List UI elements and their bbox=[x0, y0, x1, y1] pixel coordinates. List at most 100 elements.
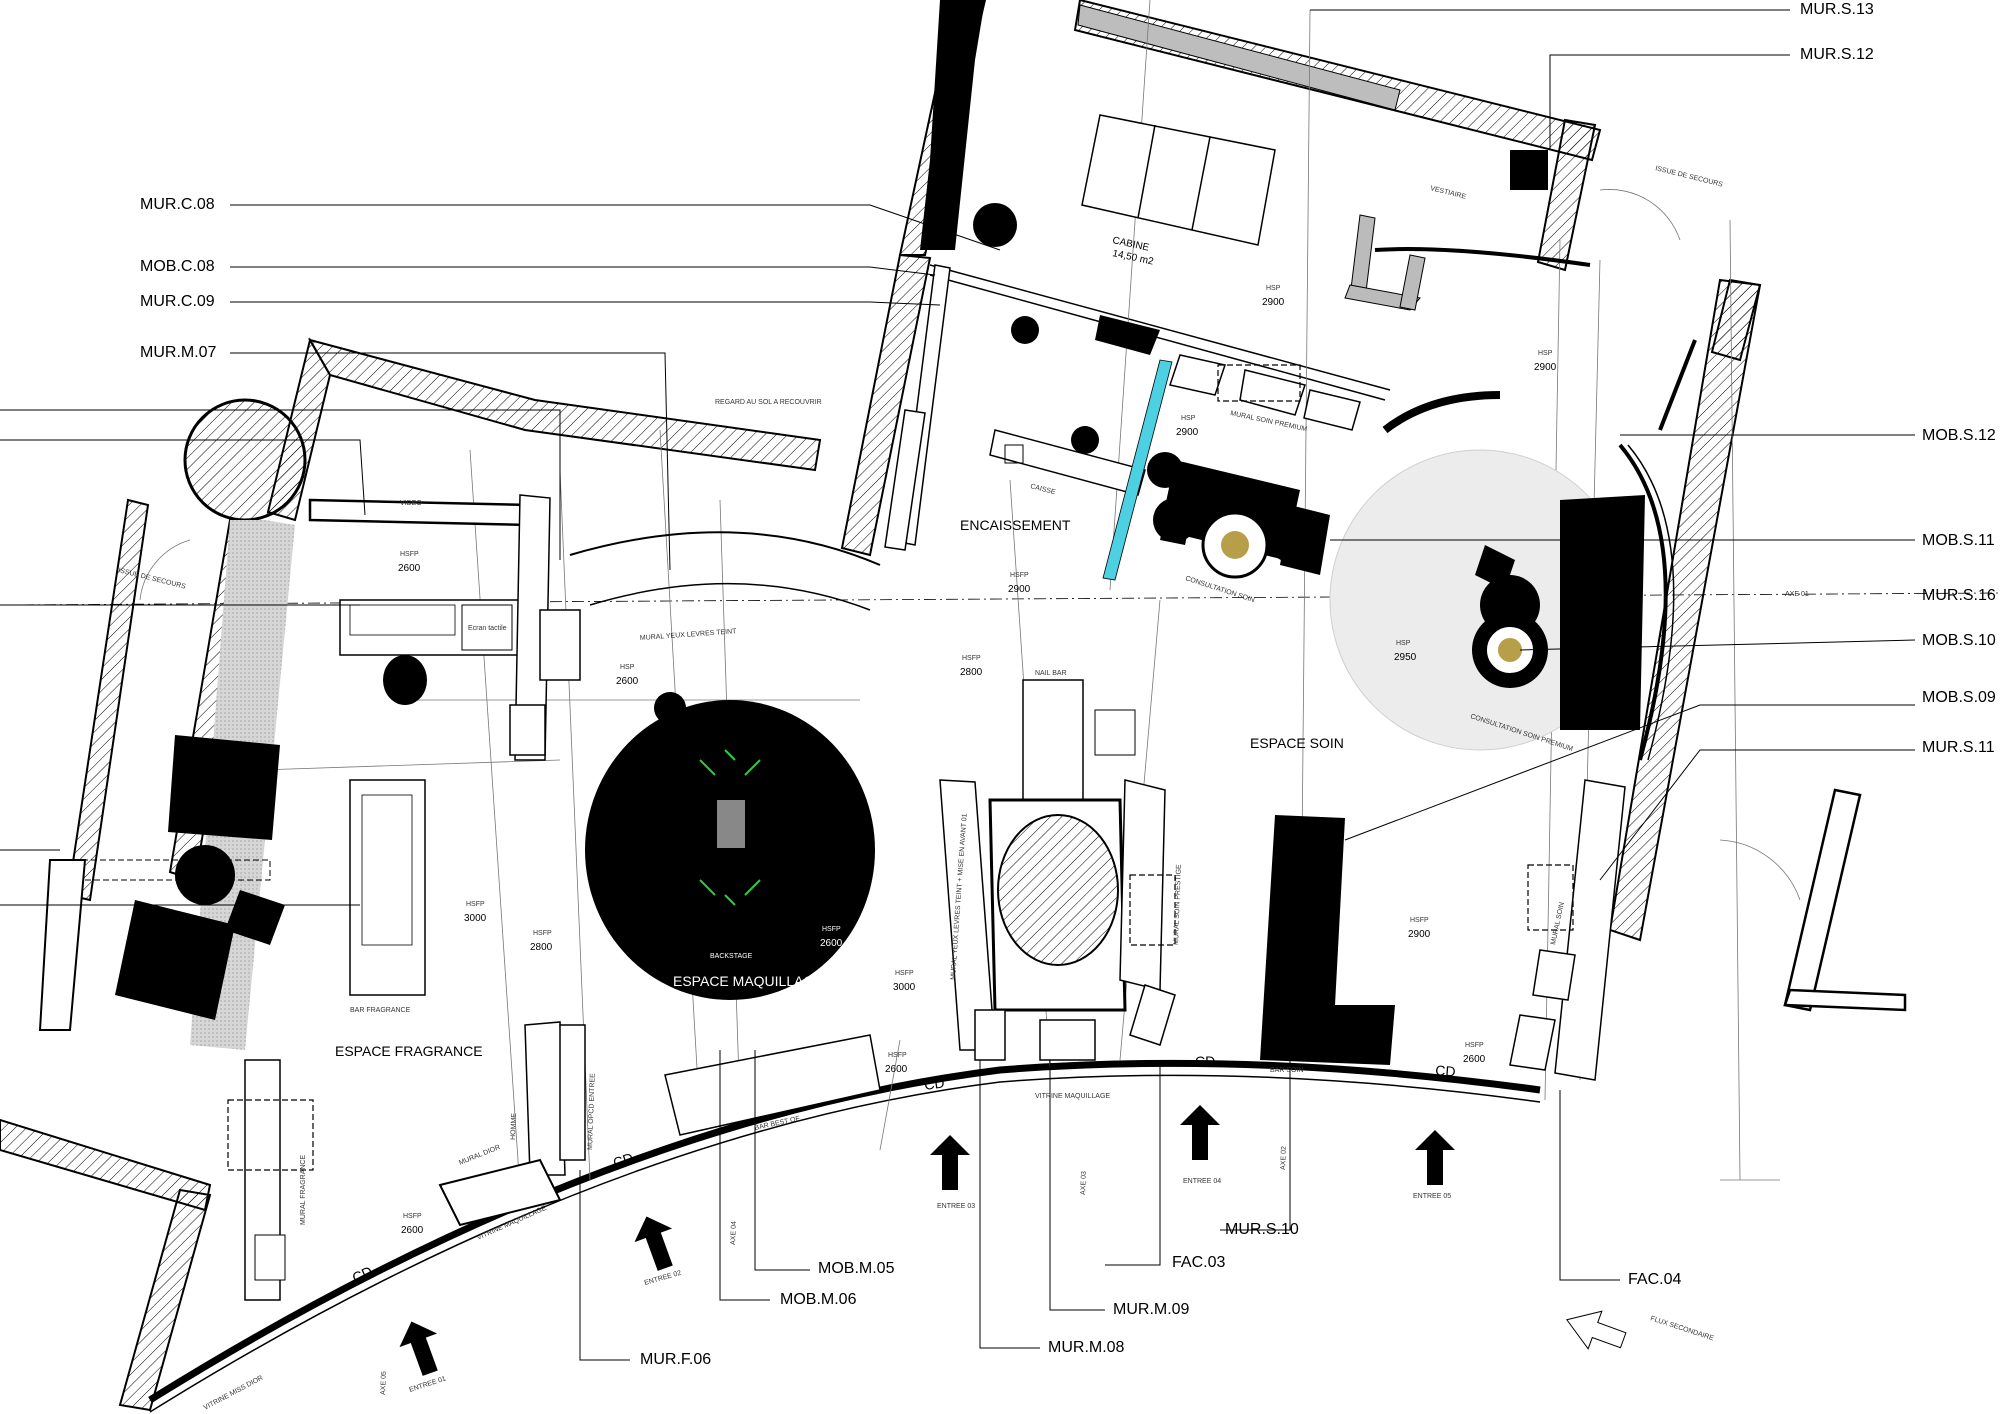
espace-maquillage-circle bbox=[585, 700, 875, 1000]
callout-mur-m09: MUR.M.09 bbox=[1113, 1301, 1190, 1318]
cd-logo: CD bbox=[350, 1263, 375, 1286]
label-bar-fragrance: BAR FRAGRANCE bbox=[350, 1007, 411, 1014]
fragrance-table-1 bbox=[168, 735, 280, 840]
height-label: HSP bbox=[1396, 640, 1411, 647]
callout-mob-m05: MOB.M.05 bbox=[818, 1260, 895, 1277]
label-vitrine-maquillage: VITRINE MAQUILLAGE bbox=[1035, 1093, 1110, 1100]
callout-mur-s10: MUR.S.10 bbox=[1225, 1221, 1299, 1238]
bar-fragrance bbox=[349, 779, 426, 996]
height-value: 2900 bbox=[1262, 297, 1285, 308]
heavy-wall bbox=[920, 0, 985, 250]
height-label: HSFP bbox=[1410, 917, 1429, 924]
axis-02-label: AXE 02 bbox=[1280, 1146, 1288, 1170]
callout-mob-c08: MOB.C.08 bbox=[140, 258, 215, 275]
callouts-right: MUR.S.13 MUR.S.12 MOB.S.12 MOB.S.11 MUR.… bbox=[1800, 1, 1996, 756]
callout-mur-s12: MUR.S.12 bbox=[1800, 46, 1874, 63]
height-value: 2600 bbox=[616, 676, 639, 687]
callout-mur-s13: MUR.S.13 bbox=[1800, 1, 1874, 18]
height-label: HSP bbox=[620, 664, 635, 671]
cd-logo: CD bbox=[1195, 1053, 1215, 1069]
height-label: HSFP bbox=[1465, 1042, 1484, 1049]
bar-soin-l bbox=[1260, 815, 1395, 1065]
height-value: 2900 bbox=[1408, 929, 1431, 940]
axis-labels: AXE 01 AXE 02 AXE 03 AXE 04 AXE 05 bbox=[380, 591, 1809, 1395]
cd-logo: CD bbox=[1435, 1062, 1456, 1079]
label-nail-bar: NAIL BAR bbox=[1035, 670, 1067, 677]
label-backstage: BACKSTAGE bbox=[710, 953, 753, 960]
label-vitrine-miss-dior: VITRINE MISS DIOR bbox=[203, 1375, 265, 1412]
axis-04-label: AXE 04 bbox=[730, 1221, 738, 1245]
height-label: HSP bbox=[1266, 285, 1281, 292]
entree-02-label: ENTREE 02 bbox=[644, 1270, 683, 1287]
height-value: 3000 bbox=[464, 913, 487, 924]
height-value: 2600 bbox=[885, 1064, 908, 1075]
axis-03-label: AXE 03 bbox=[1080, 1171, 1088, 1195]
callout-mur-s16: MUR.S.16 bbox=[1922, 587, 1996, 604]
entree-03-label: ENTREE 03 bbox=[937, 1203, 975, 1210]
label-caisse: CAISSE bbox=[1030, 483, 1057, 496]
callouts-left: MUR.C.08 MOB.C.08 MUR.C.09 MUR.M.07 bbox=[140, 196, 217, 361]
label-espace-fragrance: ESPACE FRAGRANCE bbox=[335, 1043, 483, 1059]
axis-01-label: AXE 01 bbox=[1785, 591, 1809, 598]
window-strip bbox=[1077, 4, 1401, 111]
callout-mur-f06: MUR.F.06 bbox=[640, 1351, 711, 1368]
consultation-soin-table bbox=[1147, 452, 1330, 579]
height-label: HSFP bbox=[533, 930, 552, 937]
entree-labels: ENTREE 01 ENTREE 02 ENTREE 03 ENTREE 04 … bbox=[408, 1178, 1451, 1394]
facade-curve bbox=[148, 1059, 1541, 1403]
callout-mob-m06: MOB.M.06 bbox=[780, 1291, 857, 1308]
label-bar-soin: BAR SOIN bbox=[1270, 1067, 1303, 1074]
callout-mob-s10: MOB.S.10 bbox=[1922, 632, 1996, 649]
label-mural-soin: MURAL SOIN bbox=[1550, 902, 1566, 946]
height-value: 2900 bbox=[1534, 362, 1557, 373]
callout-fac03: FAC.03 bbox=[1172, 1254, 1225, 1271]
height-value: 2600 bbox=[820, 938, 843, 949]
label-encaissement: ENCAISSEMENT bbox=[960, 517, 1071, 533]
callout-mur-m07: MUR.M.07 bbox=[140, 344, 217, 361]
height-value: 2600 bbox=[401, 1225, 424, 1236]
height-label: HSFP bbox=[962, 655, 981, 662]
cd-logos: CD CD CD CD CD bbox=[350, 1053, 1456, 1286]
height-value: 2900 bbox=[1008, 584, 1031, 595]
label-mural-opcd: MURAL OPCD ENTREE bbox=[587, 1073, 597, 1150]
callout-fac04: FAC.04 bbox=[1628, 1271, 1681, 1288]
callouts-bottom: MUR.S.10 FAC.03 MOB.M.05 MOB.M.06 MUR.M.… bbox=[640, 1221, 1681, 1368]
label-mural-dior: MURAL DIOR bbox=[458, 1144, 501, 1167]
label-vestiaire: VESTIAIRE bbox=[1430, 185, 1467, 201]
mural-soin-shelves bbox=[1509, 779, 1626, 1081]
callout-mur-c09: MUR.C.09 bbox=[140, 293, 215, 310]
callout-mob-s12: MOB.S.12 bbox=[1922, 427, 1996, 444]
height-label: HSFP bbox=[822, 926, 841, 933]
label-mural-fragrance: MURAL FRAGRANCE bbox=[300, 1155, 307, 1225]
height-label: HSP bbox=[1181, 415, 1196, 422]
callout-mur-m08: MUR.M.08 bbox=[1048, 1339, 1125, 1356]
entree-05-label: ENTREE 05 bbox=[1413, 1193, 1451, 1200]
entree-04-label: ENTREE 04 bbox=[1183, 1178, 1221, 1185]
height-value: 2600 bbox=[398, 563, 421, 574]
entrance-arrows bbox=[399, 1105, 1627, 1376]
height-label: HSFP bbox=[888, 1052, 907, 1059]
cd-logo: CD bbox=[611, 1149, 635, 1170]
label-consultation-soin: CONSULTATION SOIN bbox=[1184, 575, 1255, 604]
label-espace-maquillage: ESPACE MAQUILLAGE bbox=[673, 973, 824, 989]
label-regard: REGARD AU SOL A RECOUVRIR bbox=[715, 399, 822, 406]
height-value: 3000 bbox=[893, 982, 916, 993]
height-label: HSFP bbox=[895, 970, 914, 977]
height-value: 2950 bbox=[1394, 652, 1417, 663]
entree-01-label: ENTREE 01 bbox=[408, 1375, 447, 1393]
axis-05-label: AXE 05 bbox=[380, 1371, 388, 1395]
label-mural-yeux: MURAL YEUX LEVRES TEINT bbox=[640, 628, 738, 642]
label-mural-soin-prestige: MURAL SOIN PRESTIGE bbox=[1173, 864, 1183, 945]
height-value: 2800 bbox=[960, 667, 983, 678]
callout-mob-s11: MOB.S.11 bbox=[1922, 532, 1995, 549]
height-label: HSFP bbox=[403, 1213, 422, 1220]
height-label: HSFP bbox=[400, 551, 419, 558]
height-value: 2600 bbox=[1463, 1054, 1486, 1065]
encaissement-furniture bbox=[884, 264, 1501, 581]
height-value: 2800 bbox=[530, 942, 553, 953]
mural-yeux-arc bbox=[569, 531, 881, 566]
height-value: 2900 bbox=[1176, 427, 1199, 438]
callout-leaders bbox=[0, 9, 1916, 1361]
facade-curve-inner bbox=[149, 1074, 1541, 1413]
